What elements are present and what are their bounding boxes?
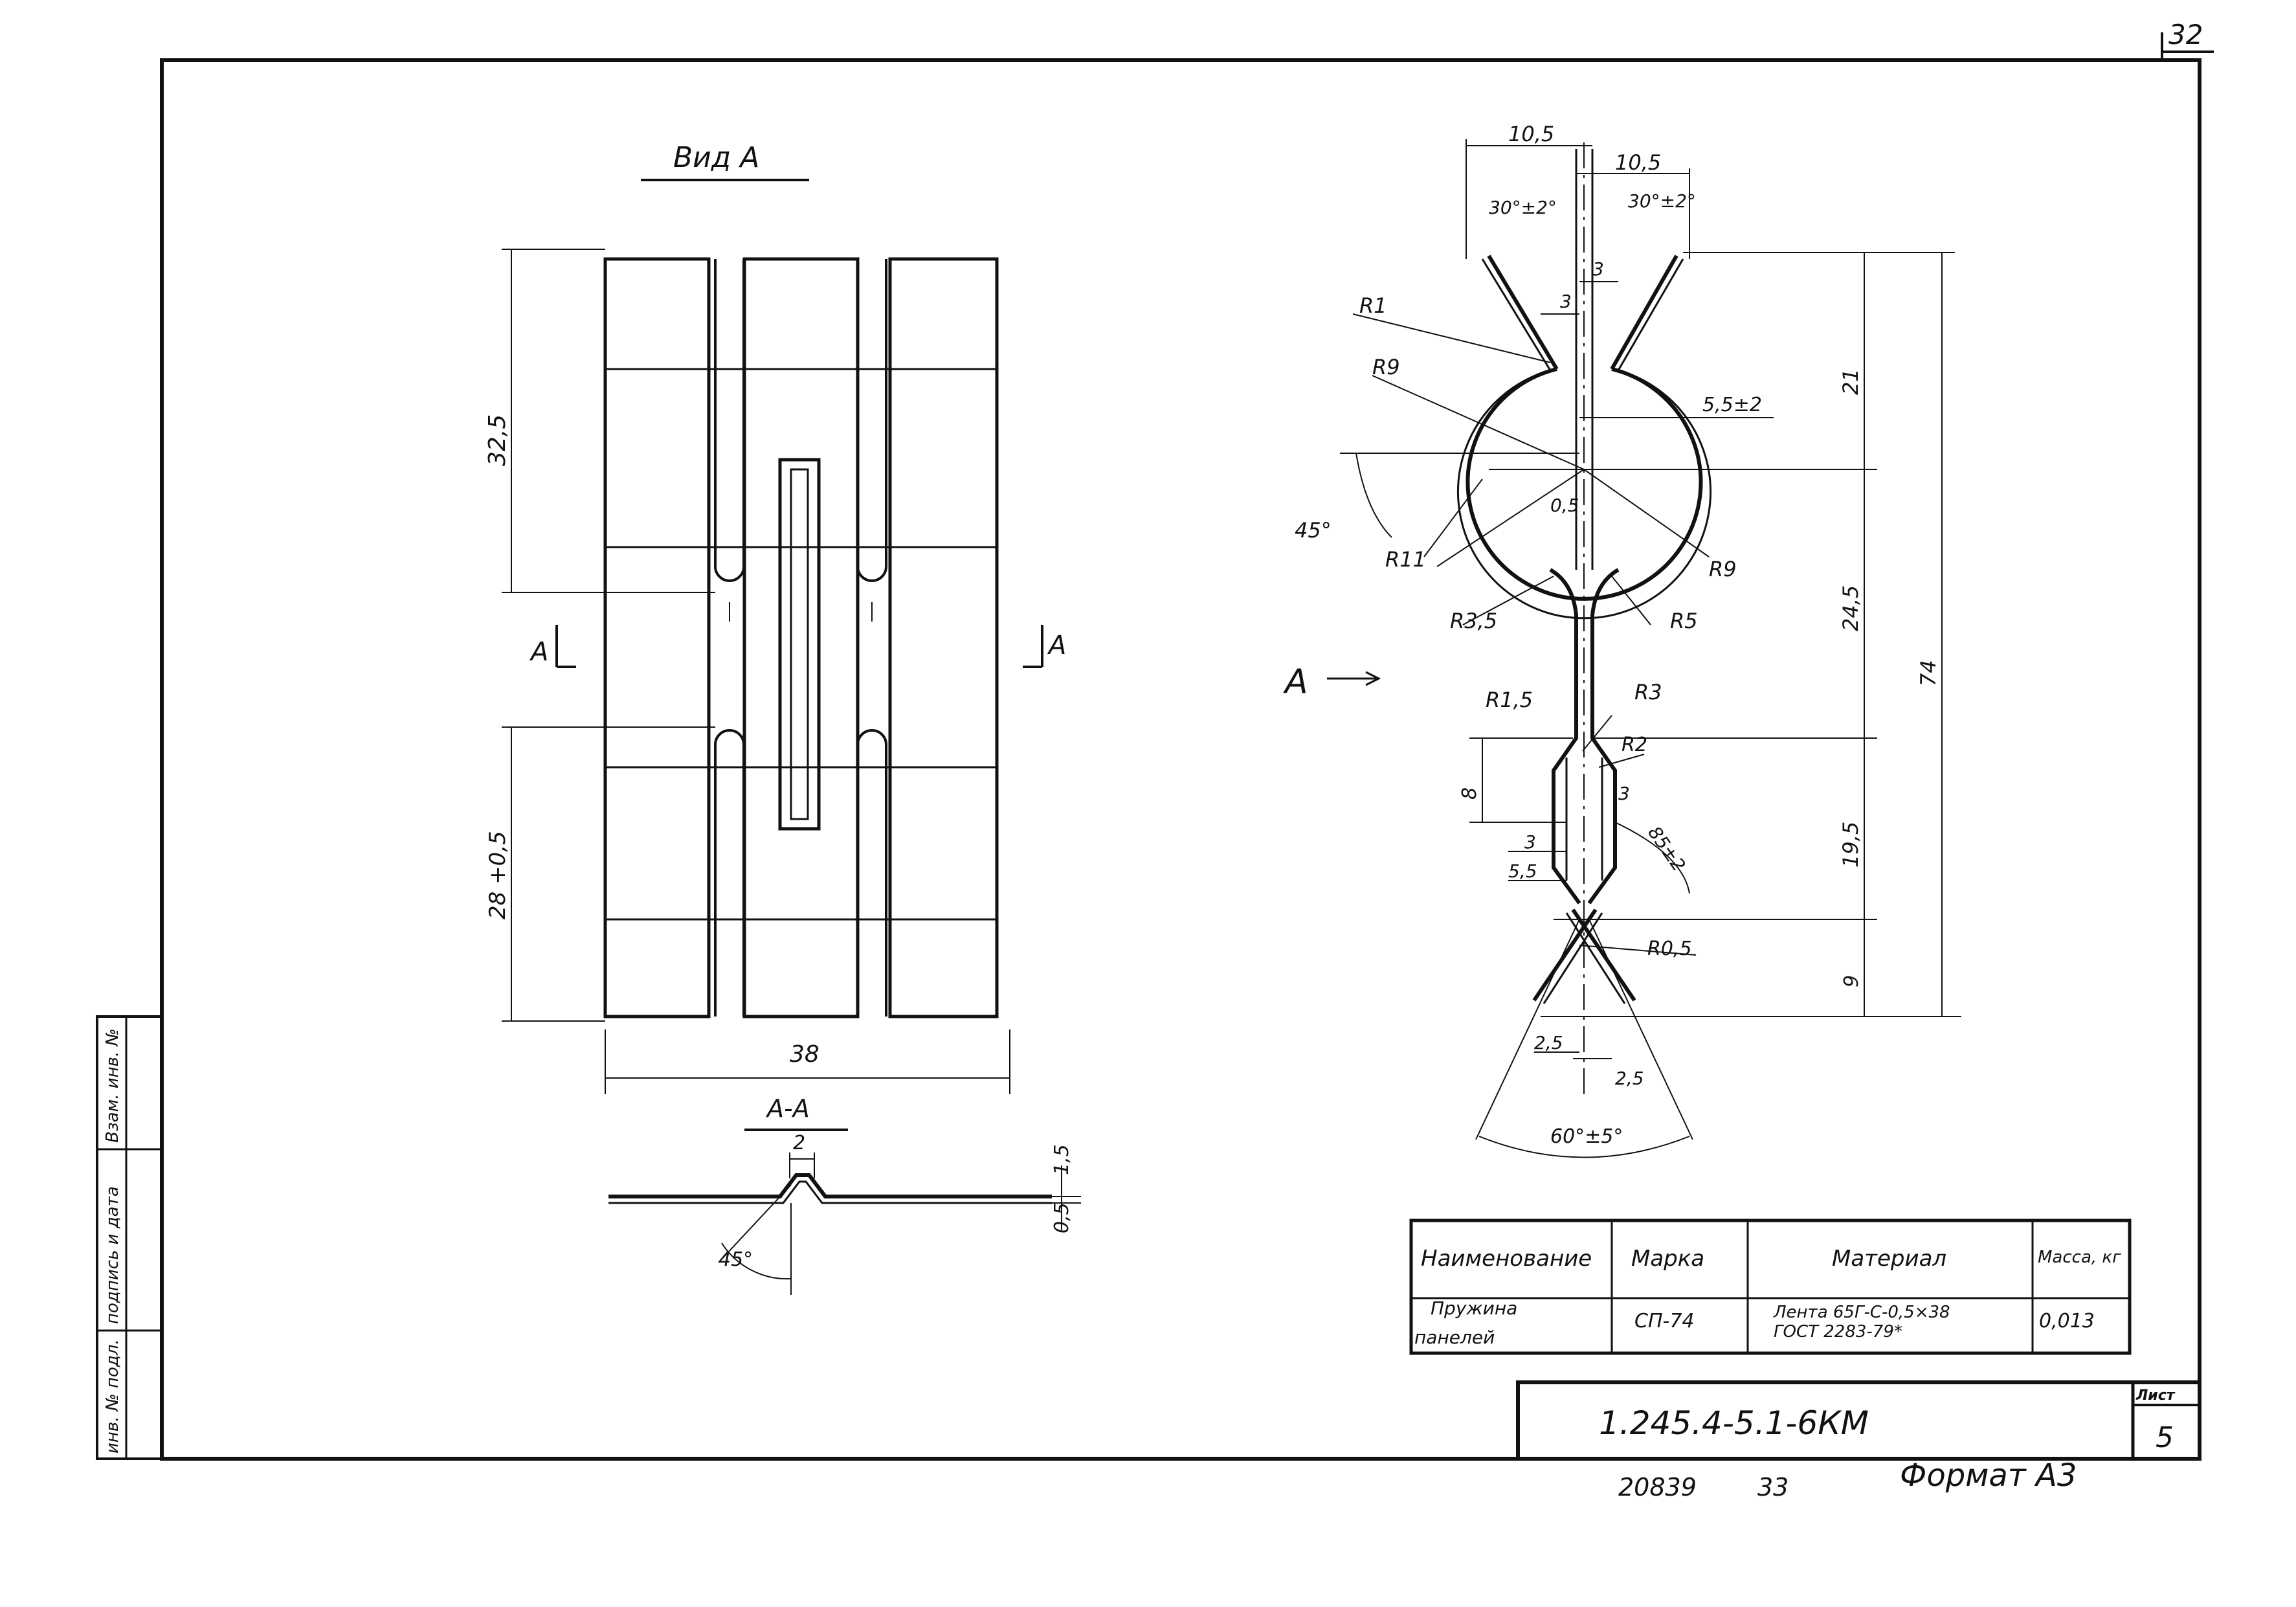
- sheet-frame: [160, 32, 2214, 1461]
- label-r9-upper: R9: [1372, 355, 1400, 379]
- dim-3-a: 3: [1618, 783, 1630, 804]
- label-r9-lower: R9: [1709, 557, 1737, 581]
- dim-28: 28 +0,5: [485, 831, 511, 919]
- format-label: Формат А3: [1900, 1457, 2077, 1494]
- bottom-code: 20839: [1618, 1473, 1697, 1501]
- dim-10-5-right: 10,5: [1615, 150, 1661, 175]
- section-mark-left: А: [529, 637, 548, 667]
- label-r1: R1: [1359, 293, 1387, 318]
- section-dim-1-5: 1,5: [1051, 1144, 1073, 1175]
- title-code: 1.245.4-5.1-6КМ: [1599, 1404, 1869, 1442]
- td-name-line2: панелей: [1414, 1327, 1495, 1348]
- label-r5: R5: [1670, 609, 1698, 633]
- section-mark-right: А: [1047, 631, 1066, 660]
- angle-45: 45°: [1295, 518, 1332, 543]
- angle-30-right: 30°±2°: [1628, 190, 1696, 212]
- spec-table: [1409, 1219, 2132, 1355]
- dim-2-5-right: 2,5: [1615, 1068, 1644, 1089]
- section-aa-title: А-А: [765, 1094, 810, 1123]
- view-a-plate: [603, 257, 999, 1018]
- title-sheet-label: Лист: [2135, 1388, 2176, 1404]
- td-material-line1: Лента 65Г-С-0,5×38: [1773, 1303, 1950, 1322]
- profile-dimension-lines: [1327, 139, 1961, 1158]
- bottom-mark: 33: [1757, 1473, 1789, 1501]
- label-r1-5: R1,5: [1486, 688, 1533, 712]
- dim-0-5-profile: 0,5: [1550, 495, 1579, 516]
- label-r2: R2: [1622, 734, 1647, 756]
- th-mass: Масса, кг: [2038, 1248, 2121, 1267]
- sheet-corner-number: 32: [2168, 19, 2203, 51]
- section-angle-45: 45°: [719, 1248, 753, 1271]
- td-mass: 0,013: [2039, 1310, 2095, 1332]
- dim-10-5-left: 10,5: [1508, 122, 1554, 146]
- dim-74: 74: [1916, 660, 1941, 686]
- angle-30-left: 30°±2°: [1489, 197, 1557, 218]
- view-a-dimensions: [502, 249, 1043, 1094]
- side-stamp: [96, 1015, 163, 1460]
- stamp-inv-no: инв. № подл.: [103, 1339, 122, 1454]
- label-r11: R11: [1385, 547, 1426, 572]
- dim-24-5: 24,5: [1838, 585, 1863, 631]
- label-r0-5: R0,5: [1647, 938, 1692, 960]
- view-a-title: Вид А: [673, 141, 759, 174]
- dim-3-top2: 3: [1560, 291, 1572, 312]
- th-name: Наименование: [1421, 1246, 1592, 1272]
- section-dim-0-5: 0,5: [1051, 1202, 1073, 1233]
- td-mark: СП-74: [1634, 1310, 1695, 1332]
- dim-3-top: 3: [1592, 258, 1604, 280]
- dim-5-5: 5,5±2: [1702, 394, 1762, 416]
- label-r3: R3: [1634, 680, 1662, 704]
- section-aa-profile: [608, 1152, 1081, 1295]
- td-material-line2: ГОСТ 2283-79*: [1774, 1322, 1902, 1342]
- dim-19-5: 19,5: [1838, 822, 1863, 868]
- stamp-sign-date: подпись и дата: [103, 1186, 122, 1324]
- dim-32-5: 32,5: [484, 414, 511, 466]
- dim-2-5-left: 2,5: [1534, 1032, 1563, 1053]
- dim-38: 38: [790, 1041, 819, 1068]
- angle-60: 60°±5°: [1550, 1125, 1623, 1148]
- label-r3-5: R3,5: [1450, 609, 1497, 633]
- angle-85: 85±2: [1644, 822, 1689, 875]
- spring-profile: [1457, 142, 1711, 1094]
- dim-3-b: 3: [1524, 831, 1536, 853]
- td-name-line1: Пружина: [1431, 1298, 1517, 1319]
- title-block: [1516, 1380, 2201, 1461]
- arrow-label-a: А: [1283, 662, 1308, 701]
- title-sheet-no: 5: [2156, 1421, 2174, 1454]
- dim-21: 21: [1838, 368, 1863, 395]
- stamp-vzam-inv: Взам. инв. №: [103, 1028, 122, 1143]
- dim-9: 9: [1840, 975, 1863, 987]
- dim-8: 8: [1458, 787, 1481, 800]
- section-dim-2: 2: [793, 1132, 805, 1154]
- dim-5-5-b: 5,5: [1508, 860, 1537, 882]
- th-material: Материал: [1832, 1246, 1946, 1272]
- th-mark: Марка: [1631, 1246, 1704, 1272]
